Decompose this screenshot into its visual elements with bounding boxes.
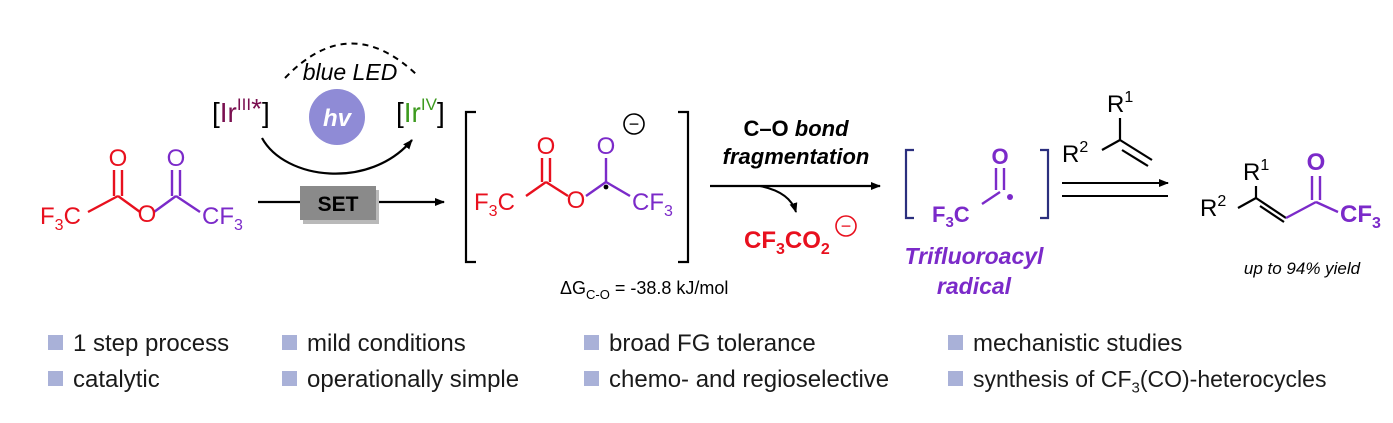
alkene-r2: R2	[1062, 139, 1088, 168]
feature-heterocycles: synthesis of CF3(CO)-heterocycles	[948, 366, 1326, 397]
fragmentation-line1: C–O bond	[743, 116, 849, 141]
anion-charge-circle	[623, 113, 645, 135]
bullet-square-icon	[282, 335, 297, 350]
bullet-square-icon	[584, 371, 599, 386]
byproduct-charge-circle	[835, 215, 857, 237]
anhydride-cf3-right: CF3	[202, 203, 243, 234]
radical-anion-intermediate: O O − O F3C CF3 ΔGC-O = -38.8 kJ/mol	[464, 110, 728, 302]
radical-o: O	[991, 144, 1008, 169]
hv-circle	[309, 89, 365, 145]
fragmentation-step: C–O bond fragmentation CF3CO2 −	[710, 116, 881, 258]
radical-bracket-left	[904, 148, 914, 220]
scheme-drawing: O O O F3C CF3 blue LED [IrIII*] [IrIV] h…	[40, 42, 1381, 302]
byproduct-cf3co2: CF3CO2	[744, 227, 830, 258]
catalyst-curved-arrow	[261, 137, 413, 175]
bracket-right	[678, 110, 690, 264]
enone-product: R1 R2 O CF3 up to 94% yield	[1200, 149, 1381, 278]
bullet-square-icon	[48, 371, 63, 386]
photocatalytic-cycle: blue LED [IrIII*] [IrIV] hv SET	[212, 42, 445, 224]
anhydride-o-left: O	[109, 145, 128, 172]
intermediate-cf3-right: CF3	[632, 189, 673, 220]
intermediate-o-left: O	[537, 133, 556, 160]
yield-label: up to 94% yield	[1244, 259, 1361, 278]
feature-one-step: 1 step process	[48, 330, 229, 358]
feature-fg-tolerance: broad FG tolerance	[584, 330, 816, 358]
bullet-square-icon	[48, 335, 63, 350]
byproduct-charge: −	[841, 216, 852, 236]
bullet-square-icon	[584, 335, 599, 350]
alkene-reagent: R1 R2	[1062, 89, 1169, 197]
bullet-square-icon	[948, 335, 963, 350]
intermediate-bridge-o: O	[567, 187, 586, 214]
feature-catalytic: catalytic	[48, 366, 160, 394]
alkene-r1: R1	[1107, 89, 1133, 118]
product-r2: R2	[1200, 193, 1226, 222]
feature-simple: operationally simple	[282, 366, 519, 394]
trifluoroacyl-radical: O F3C Trifluoroacyl radical	[904, 144, 1050, 299]
fragmentation-line2: fragmentation	[723, 144, 870, 169]
feature-mechanistic: mechanistic studies	[948, 330, 1182, 358]
anhydride-o-right: O	[167, 145, 186, 172]
ir-iv: [IrIV]	[396, 95, 445, 128]
product-o: O	[1307, 149, 1326, 176]
blue-led-label: blue LED	[303, 59, 398, 85]
anhydride-molecule: O O O F3C CF3	[40, 145, 243, 234]
bracket-left	[464, 110, 476, 264]
hv-label: hv	[323, 105, 353, 132]
intermediate-o-anion: O	[597, 133, 616, 160]
bullet-square-icon	[948, 371, 963, 386]
radical-label-line2: radical	[937, 273, 1012, 299]
radical-f3c: F3C	[932, 202, 970, 231]
product-cf3: CF3	[1340, 201, 1381, 232]
radical-bracket-right	[1040, 148, 1050, 220]
feature-mild: mild conditions	[282, 330, 466, 358]
ir-iii-star: [IrIII*]	[212, 93, 270, 128]
set-label: SET	[318, 193, 359, 216]
anhydride-bridge-o: O	[138, 201, 157, 228]
bullet-square-icon	[282, 371, 297, 386]
set-box	[300, 186, 376, 220]
radical-label-line1: Trifluoroacyl	[905, 243, 1044, 269]
intermediate-cf3-left: F3C	[474, 189, 515, 220]
delta-g-label: ΔGC-O = -38.8 kJ/mol	[560, 278, 728, 302]
byproduct-arrow	[759, 185, 798, 213]
product-r1: R1	[1243, 157, 1269, 186]
feature-selective: chemo- and regioselective	[584, 366, 889, 394]
anion-charge: −	[629, 114, 640, 134]
anhydride-cf3-left: F3C	[40, 203, 81, 234]
